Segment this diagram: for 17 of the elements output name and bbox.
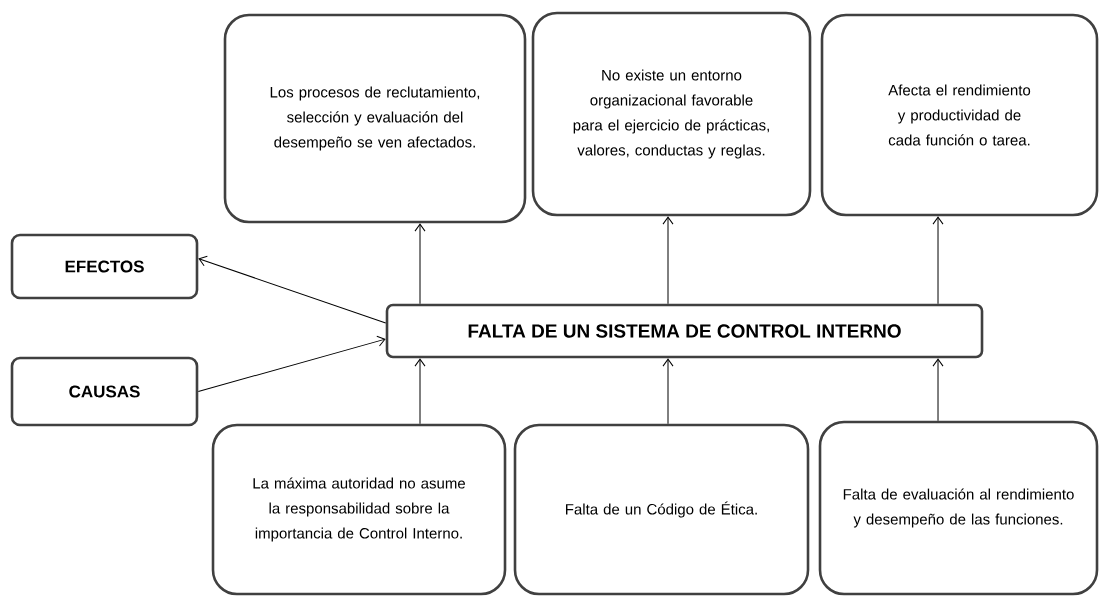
text-box: Falta de un Código de Ética. [513, 423, 810, 596]
text-box: No existe un entorno organizacional favorable para el ejercicio de prácticas, valores, conductas y reglas. [531, 11, 812, 217]
arrow [662, 216, 674, 305]
text-box: Afecta el rendimiento y productividad de cada función o tarea. [820, 13, 1099, 217]
arrow [662, 358, 674, 425]
title-box: FALTA DE UN SISTEMA DE CONTROL INTERNO [385, 303, 984, 359]
label-box: CAUSAS [10, 356, 199, 427]
arrow [932, 216, 944, 305]
label-box: EFECTOS [10, 233, 199, 300]
text-box: La máxima autoridad no asume la responsabilidad sobre la importancia de Control Interno. [211, 423, 507, 596]
arrow [197, 335, 386, 392]
arrow [414, 358, 426, 425]
arrow [198, 255, 387, 324]
text-box: Falta de evaluación al rendimiento y desempeño de las funciones. [818, 420, 1099, 596]
arrow [414, 223, 426, 305]
arrow [932, 358, 944, 422]
text-box: Los procesos de reclutamiento, selección y evaluación del desempeño se ven afectados. [223, 13, 527, 224]
